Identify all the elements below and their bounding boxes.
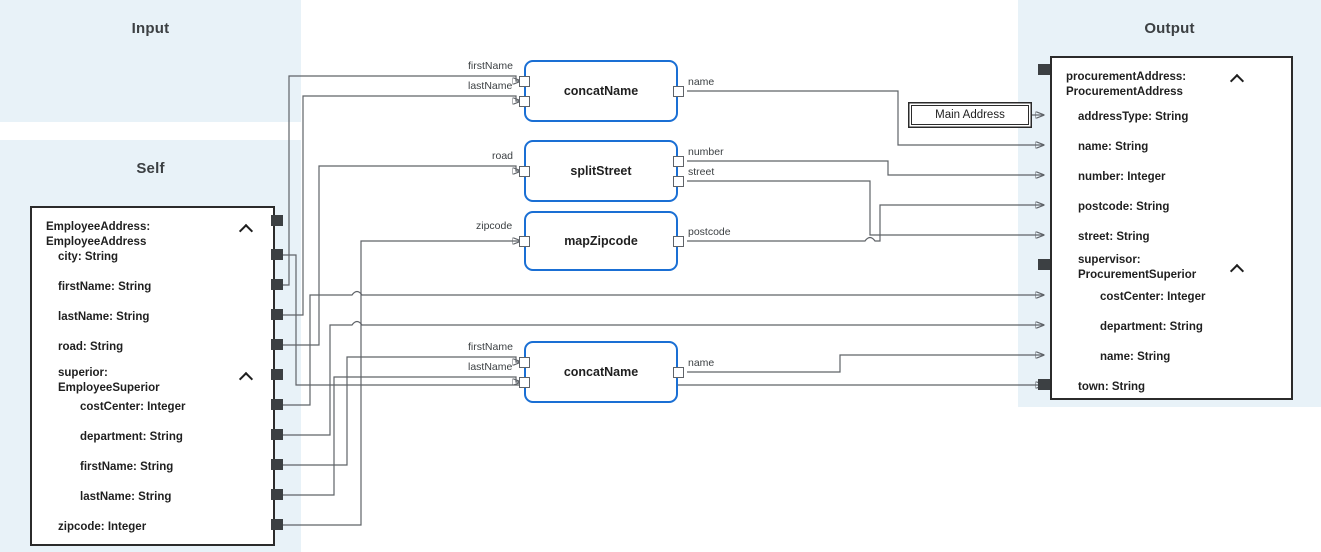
lane-title-input: Input — [131, 20, 170, 37]
function-label: splitStreet — [570, 164, 632, 178]
port-splitstreet-in-road[interactable] — [519, 166, 530, 177]
wire-self-sup-lastname-to-concat2 — [277, 376, 521, 496]
port-splitstreet-out-street[interactable] — [673, 176, 684, 187]
port-concatname1-in-lastname[interactable] — [519, 96, 530, 107]
function-label: concatName — [563, 84, 639, 98]
port-concatname2-out-name[interactable] — [673, 367, 684, 378]
output-row-costcenter[interactable]: costCenter: Integer — [1100, 291, 1206, 303]
self-port-city[interactable] — [271, 249, 283, 260]
output-row-sup-name[interactable]: name: String — [1100, 351, 1171, 363]
wire-self-firstname-to-concat1 — [277, 75, 521, 286]
function-node-splitstreet[interactable]: splitStreet — [524, 140, 678, 202]
function-node-mapzipcode[interactable]: mapZipcode — [524, 211, 678, 271]
port-label-concatname1-firstname: firstName — [468, 60, 513, 72]
self-port-superior[interactable] — [271, 369, 283, 380]
port-concatname1-out-name[interactable] — [673, 86, 684, 97]
port-concatname2-in-lastname[interactable] — [519, 377, 530, 388]
function-node-concatname-2[interactable]: concatName — [524, 341, 678, 403]
self-port-sup-lastname[interactable] — [271, 489, 283, 500]
output-row-addresstype[interactable]: addressType: String — [1078, 111, 1189, 123]
self-port-firstname[interactable] — [271, 279, 283, 290]
wire-concat1-name-to-output-name — [687, 90, 1044, 145]
wire-self-road-to-splitstreet — [277, 165, 521, 346]
port-concatname1-in-firstname[interactable] — [519, 76, 530, 87]
wire-mapzipcode-postcode-to-output-postcode — [687, 205, 1044, 242]
self-row-city[interactable]: city: String — [58, 251, 119, 263]
self-row-lastname[interactable]: lastName: String — [58, 311, 150, 323]
port-label-concatname2-firstname: firstName — [468, 341, 513, 353]
output-port-supervisor[interactable] — [1038, 259, 1050, 270]
lane-title-output: Output — [1144, 20, 1195, 37]
self-row-costcenter[interactable]: costCenter: Integer — [80, 401, 186, 413]
constant-main-address[interactable]: Main Address — [911, 105, 1029, 125]
port-mapzipcode-in-zipcode[interactable] — [519, 236, 530, 247]
chevron-up-icon-output-supervisor[interactable] — [1231, 262, 1245, 276]
self-row-sup-firstname[interactable]: firstName: String — [80, 461, 174, 473]
output-port-root[interactable] — [1038, 64, 1050, 75]
port-label-splitstreet-street: street — [688, 166, 715, 178]
self-port-lastname[interactable] — [271, 309, 283, 320]
chevron-up-icon-self[interactable] — [240, 222, 254, 236]
port-splitstreet-out-number[interactable] — [673, 156, 684, 167]
self-row-firstname[interactable]: firstName: String — [58, 281, 152, 293]
port-label-mapzipcode-postcode: postcode — [688, 226, 731, 238]
wire-self-costcenter-to-output-costcenter — [277, 290, 1044, 406]
self-port-department[interactable] — [271, 429, 283, 440]
self-row-superior[interactable]: superior: EmployeeSuperior — [58, 367, 160, 394]
port-label-splitstreet-number: number — [688, 146, 724, 158]
output-port-town[interactable] — [1038, 379, 1050, 390]
output-row-supervisor[interactable]: supervisor: ProcurementSuperior — [1078, 254, 1197, 281]
port-label-concatname2-name: name — [688, 357, 715, 369]
self-port-sup-firstname[interactable] — [271, 459, 283, 470]
wire-self-lastname-to-concat1 — [277, 95, 521, 316]
self-node[interactable]: EmployeeAddress: EmployeeAddress city: S… — [30, 206, 275, 546]
output-row-number[interactable]: number: Integer — [1078, 171, 1166, 183]
output-node-header: procurementAddress: ProcurementAddress — [1066, 71, 1187, 98]
self-row-department[interactable]: department: String — [80, 431, 183, 443]
self-row-zipcode[interactable]: zipcode: Integer — [58, 521, 147, 533]
wire-concat2-name-to-output-supname — [687, 355, 1044, 373]
chevron-up-icon-output[interactable] — [1231, 72, 1245, 86]
self-port-zipcode[interactable] — [271, 519, 283, 530]
port-label-splitstreet-road: road — [492, 150, 514, 162]
output-row-postcode[interactable]: postcode: String — [1078, 201, 1170, 213]
function-label: mapZipcode — [564, 234, 638, 248]
self-row-sup-lastname[interactable]: lastName: String — [80, 491, 172, 503]
wire-self-department-to-output-department — [277, 320, 1044, 436]
output-node[interactable]: procurementAddress: ProcurementAddress a… — [1050, 56, 1293, 400]
port-concatname2-in-firstname[interactable] — [519, 357, 530, 368]
output-row-department[interactable]: department: String — [1100, 321, 1203, 333]
port-label-concatname1-lastname: lastName — [468, 80, 513, 92]
constant-main-address-label: Main Address — [935, 109, 1005, 121]
output-row-street[interactable]: street: String — [1078, 231, 1150, 243]
self-port-root[interactable] — [271, 215, 283, 226]
port-label-mapzipcode-zipcode: zipcode — [476, 220, 513, 232]
port-label-concatname1-name: name — [688, 76, 715, 88]
output-row-town[interactable]: town: String — [1078, 381, 1146, 393]
self-port-road[interactable] — [271, 339, 283, 350]
self-port-costcenter[interactable] — [271, 399, 283, 410]
wire-splitstreet-number-to-output-number — [687, 160, 1044, 175]
wire-splitstreet-street-to-output-street — [687, 180, 1044, 235]
function-node-concatname-1[interactable]: concatName — [524, 60, 678, 122]
lane-title-self: Self — [136, 160, 165, 177]
self-node-header: EmployeeAddress: EmployeeAddress — [46, 221, 151, 248]
port-mapzipcode-out-postcode[interactable] — [673, 236, 684, 247]
lane-input: Input — [0, 0, 301, 122]
output-row-name[interactable]: name: String — [1078, 141, 1149, 153]
chevron-up-icon-self-superior[interactable] — [240, 370, 254, 384]
port-label-concatname2-lastname: lastName — [468, 361, 513, 373]
self-row-road[interactable]: road: String — [58, 341, 124, 353]
function-label: concatName — [563, 365, 639, 379]
wire-self-sup-firstname-to-concat2 — [277, 356, 521, 466]
wire-self-zipcode-to-mapzipcode — [277, 241, 521, 526]
